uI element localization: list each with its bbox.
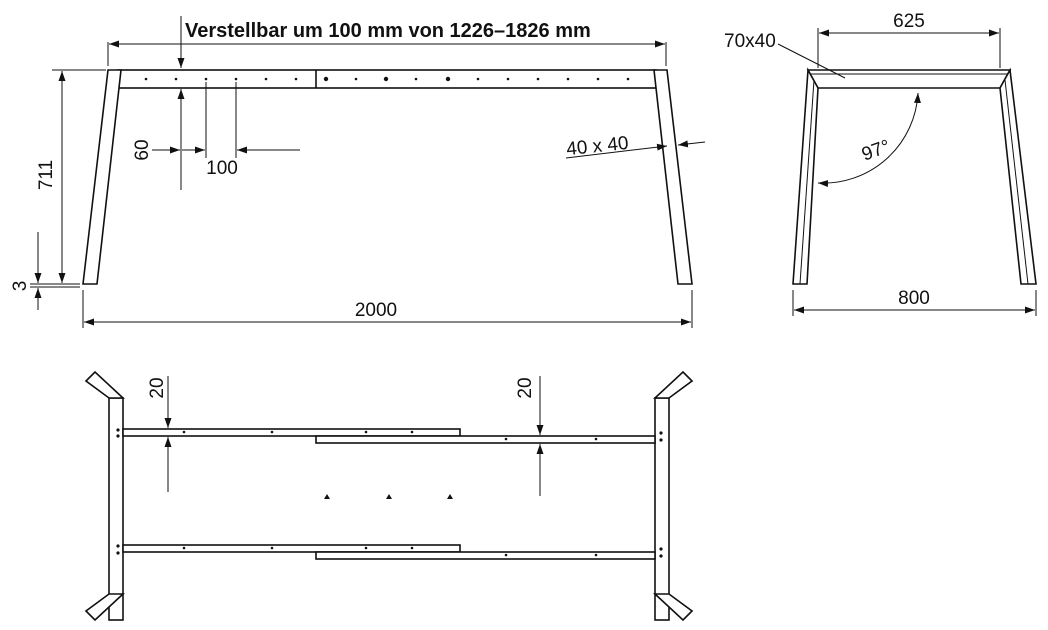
- top-width-label: 625: [893, 11, 925, 32]
- side-top-bar: [806, 69, 1012, 89]
- right-offset-label: 20: [515, 377, 536, 398]
- angle-label: 97°: [859, 136, 893, 166]
- frame-profile-leader: [777, 43, 846, 79]
- rail-bolts: [116, 428, 663, 558]
- front-right-leg: [653, 69, 693, 285]
- front-view: Verstellbar um 100 mm von 1226–1826 mm 7…: [10, 16, 706, 328]
- height-label: 711: [36, 160, 57, 190]
- hole-spacing-label: 100: [206, 158, 238, 179]
- total-width-label: 2000: [355, 300, 397, 321]
- upper-rail-left: [122, 428, 461, 437]
- top-left-foot-lower: [84, 593, 126, 622]
- rail-holes: [144, 76, 630, 82]
- hole-offset-label: 60: [132, 139, 153, 160]
- front-left-leg: [82, 69, 122, 285]
- top-right-foot-lower: [652, 593, 694, 622]
- top-left-leg-bar: [108, 397, 124, 621]
- side-left-leg: [792, 67, 819, 285]
- foot-height-label: 3: [10, 281, 31, 292]
- bottom-width-label: 800: [898, 288, 930, 309]
- left-offset-label: 20: [147, 377, 168, 398]
- angle-arc: [817, 92, 921, 188]
- side-right-leg: [999, 67, 1037, 285]
- top-right-leg-bar: [654, 397, 670, 621]
- top-left-foot-upper: [84, 370, 126, 399]
- frame-profile-label: 70x40: [724, 31, 776, 52]
- top-right-foot-upper: [652, 370, 694, 399]
- lower-rail-left: [122, 544, 461, 553]
- leg-profile-label: 40 x 40: [565, 133, 629, 160]
- center-screws: [324, 494, 453, 499]
- lower-rail-right: [315, 551, 656, 560]
- adjust-note: Verstellbar um 100 mm von 1226–1826 mm: [185, 20, 591, 42]
- side-view: 625 70x40 97° 800: [724, 11, 1037, 316]
- upper-rail-right: [315, 435, 656, 444]
- top-view: 20 20: [84, 370, 694, 622]
